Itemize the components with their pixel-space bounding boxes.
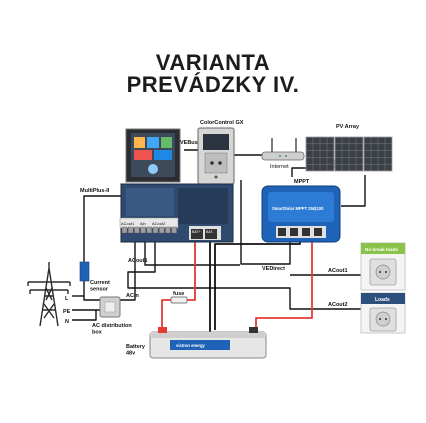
multiplus-label: MultiPlus-II — [80, 188, 110, 194]
acout2-line-label: ACout2 — [328, 302, 348, 308]
loads-panel — [360, 292, 406, 334]
bat-positive-wire — [161, 240, 196, 328]
fuse-icon — [170, 296, 188, 304]
battery-label: Battery 48v — [126, 344, 146, 357]
acout1-port-label: ACout1 — [128, 258, 148, 264]
multiplus-terminals — [121, 226, 177, 234]
fuse-label: fuse — [173, 291, 184, 297]
grid-l-label: L — [65, 296, 69, 302]
grid-pe-label: PE — [63, 309, 71, 315]
terminal — [134, 226, 140, 234]
current-sensor-label: Current sensor — [90, 280, 111, 293]
internet-label: Internet — [270, 164, 289, 170]
diagram-title: VARIANTA PREVÁDZKY IV. — [0, 52, 426, 96]
acin-label: ACin — [126, 293, 139, 299]
color-control-label: ColorControl GX — [200, 120, 244, 126]
current-sensor — [79, 261, 90, 282]
grid-n-wire — [72, 310, 97, 321]
ac-distribution-box — [99, 296, 121, 318]
title-line-2: PREVÁDZKY IV. — [126, 72, 300, 97]
terminal — [140, 226, 146, 234]
mppt-label: MPPT — [294, 179, 310, 185]
router-icon — [261, 138, 305, 161]
pv-array — [305, 136, 393, 172]
grid-n-label: N — [65, 319, 69, 325]
pv-panel — [305, 136, 335, 172]
terminal — [146, 226, 153, 234]
bat-negative-wire — [198, 240, 211, 341]
pv-array-label: PV Array — [336, 124, 360, 130]
battery-brand-label: victron energy — [176, 343, 206, 348]
terminal — [165, 226, 171, 234]
multiplus-ii — [119, 183, 234, 243]
bat-minus-label: BAT- — [206, 230, 215, 234]
ac-distribution-label: AC distribution box — [92, 323, 133, 336]
power-pylon-icon — [27, 262, 71, 327]
pv-panel — [334, 136, 364, 172]
title-line-1: VARIANTA — [155, 50, 271, 75]
acin-wire — [120, 232, 136, 301]
mppt-negative-wire — [214, 240, 301, 330]
bat-plus-label: BAT+ — [192, 230, 201, 234]
mppt-model-label: SmartSolar MPPT 250|100 — [272, 206, 324, 211]
mp-port-ain: Ain — [140, 221, 146, 226]
pv-wire-bottom — [341, 175, 366, 207]
color-control-gx — [197, 127, 235, 185]
vedirect-label: VEDirect — [262, 266, 285, 272]
mp-port-acout2: ACout2 — [152, 221, 166, 226]
vedirect-wire — [240, 180, 291, 265]
wires — [72, 149, 370, 341]
no-break-loads-label: No break loads — [365, 247, 398, 252]
terminal — [152, 226, 159, 234]
terminal — [121, 226, 128, 234]
acout2-wire — [127, 232, 370, 310]
mppt-positive-wire — [255, 240, 313, 330]
acout1-line-label: ACout1 — [328, 268, 348, 274]
gx-touch-display — [125, 128, 181, 183]
no-break-loads-panel — [360, 242, 406, 291]
mp-port-acout1: ACout1 — [121, 221, 135, 226]
loads-label: Loads — [375, 297, 390, 303]
mppt-charger — [261, 185, 341, 243]
multiplus-left-wire — [83, 195, 122, 262]
terminal — [171, 226, 177, 234]
battery — [149, 327, 267, 359]
sensor-to-box-wire — [83, 280, 100, 301]
pv-panel — [363, 136, 393, 172]
acout1-wire — [144, 232, 240, 266]
vebus-label: VEBus — [180, 140, 198, 146]
terminal — [158, 226, 165, 234]
terminal — [127, 226, 134, 234]
